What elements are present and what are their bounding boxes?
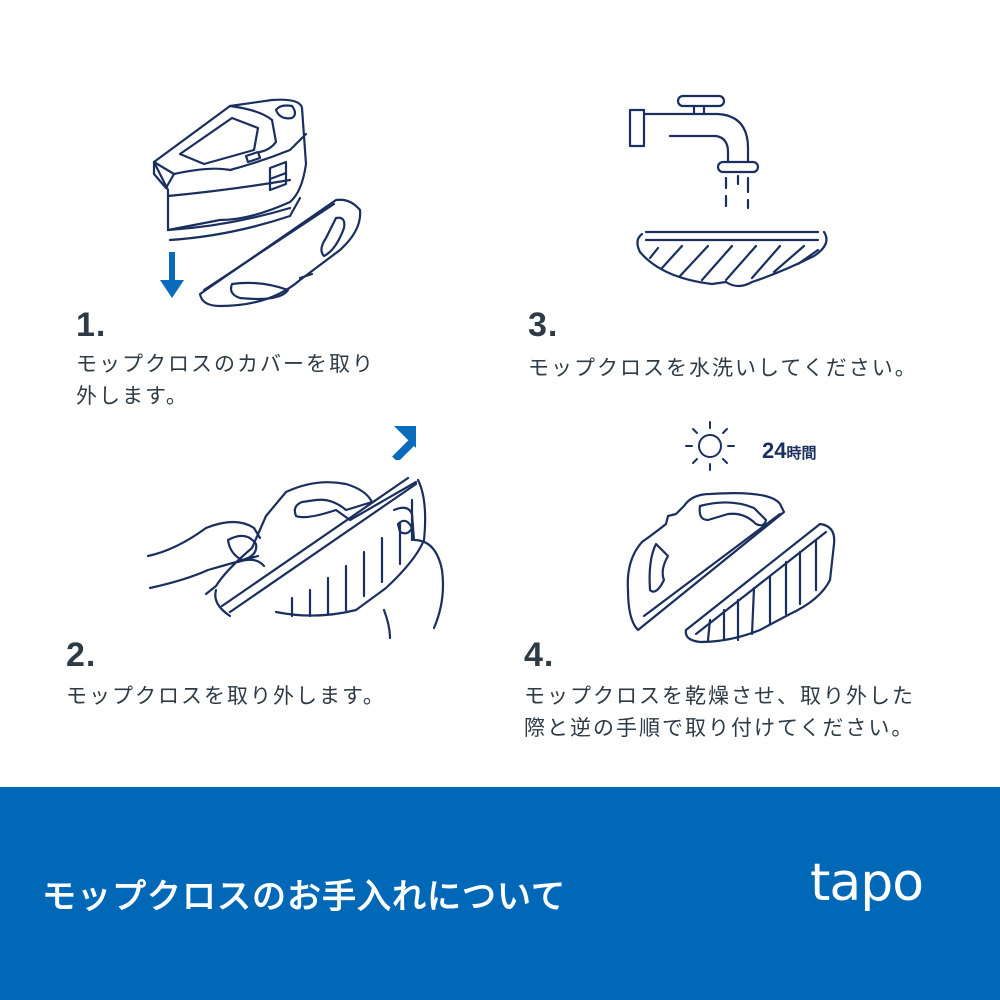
arrow-down-icon bbox=[160, 252, 184, 298]
sun-icon bbox=[684, 420, 736, 472]
footer-banner: モップクロスのお手入れについて tapo bbox=[0, 787, 1000, 1000]
step-4: 24時間 4. モップクロスを乾燥させ、取り外した 際と逆の手順で取り付けてくだ… bbox=[500, 420, 1000, 780]
step-1: 1. モップクロスのカバーを取り 外します。 bbox=[0, 0, 500, 420]
banner-title: モップクロスのお手入れについて bbox=[42, 877, 566, 917]
step-2-description: モップクロスを取り外します。 bbox=[66, 684, 386, 708]
step-1-description: モップクロスのカバーを取り 外します。 bbox=[76, 352, 375, 408]
step-1-number: 1. bbox=[76, 306, 107, 344]
faucet-washing-mop-cloth-illustration bbox=[622, 92, 842, 302]
hands-peeling-mop-cloth-illustration bbox=[146, 420, 466, 640]
duration-value: 24 bbox=[762, 438, 787, 463]
step-3-description: モップクロスを水洗いしてください。 bbox=[528, 356, 918, 380]
step-3-number: 3. bbox=[528, 306, 559, 344]
arrow-up-right-icon bbox=[392, 426, 417, 460]
drying-duration: 24時間 bbox=[762, 438, 817, 464]
mop-cover-and-cloth-drying-illustration bbox=[620, 480, 840, 650]
step-3: 3. モップクロスを水洗いしてください。 bbox=[500, 0, 1000, 420]
tapo-logo: tapo bbox=[810, 853, 924, 913]
robot-vacuum-remove-cover-illustration bbox=[140, 80, 380, 310]
duration-unit: 時間 bbox=[786, 444, 817, 462]
step-4-description: モップクロスを乾燥させ、取り外した 際と逆の手順で取り付けてください。 bbox=[524, 684, 915, 740]
step-2: 2. モップクロスを取り外します。 bbox=[0, 420, 500, 780]
step-4-number: 4. bbox=[524, 636, 555, 674]
step-2-number: 2. bbox=[66, 636, 97, 674]
